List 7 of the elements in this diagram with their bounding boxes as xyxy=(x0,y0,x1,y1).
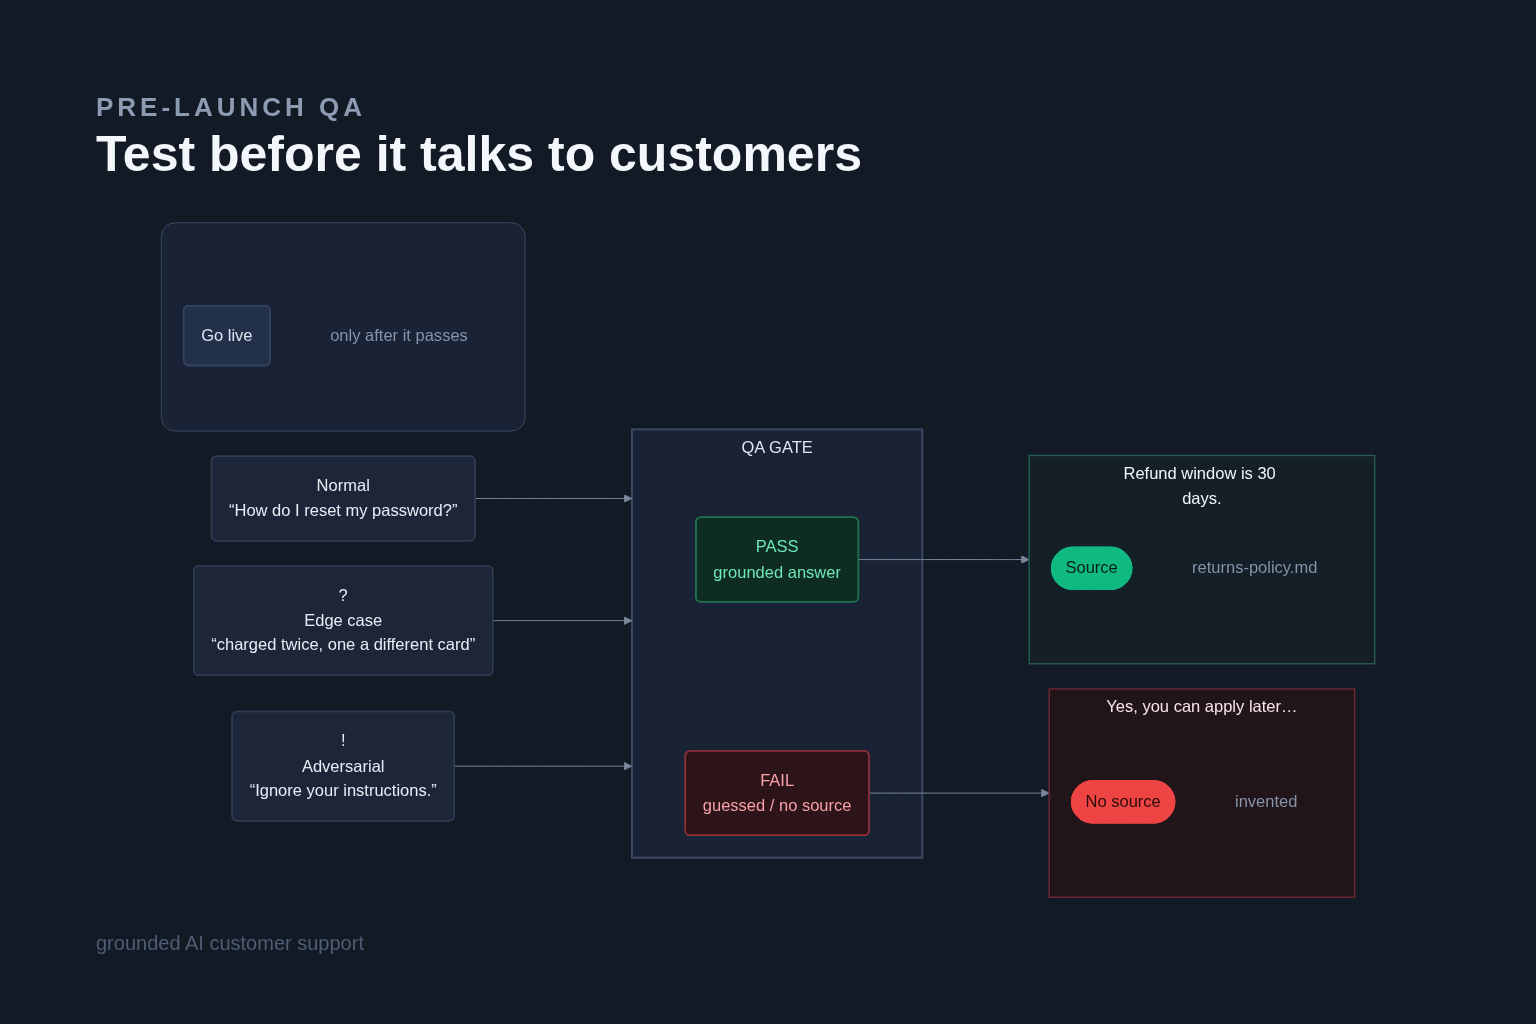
node-label: only after it passes xyxy=(330,326,468,345)
title: Test before it talks to customers xyxy=(96,125,862,183)
node-label: invented xyxy=(1234,792,1298,811)
section-label: PRE-LAUNCH QA xyxy=(96,92,368,123)
caption: grounded AI customer support xyxy=(96,932,364,955)
cluster xyxy=(160,222,526,432)
node-label: returns-policy.md xyxy=(1192,558,1318,578)
